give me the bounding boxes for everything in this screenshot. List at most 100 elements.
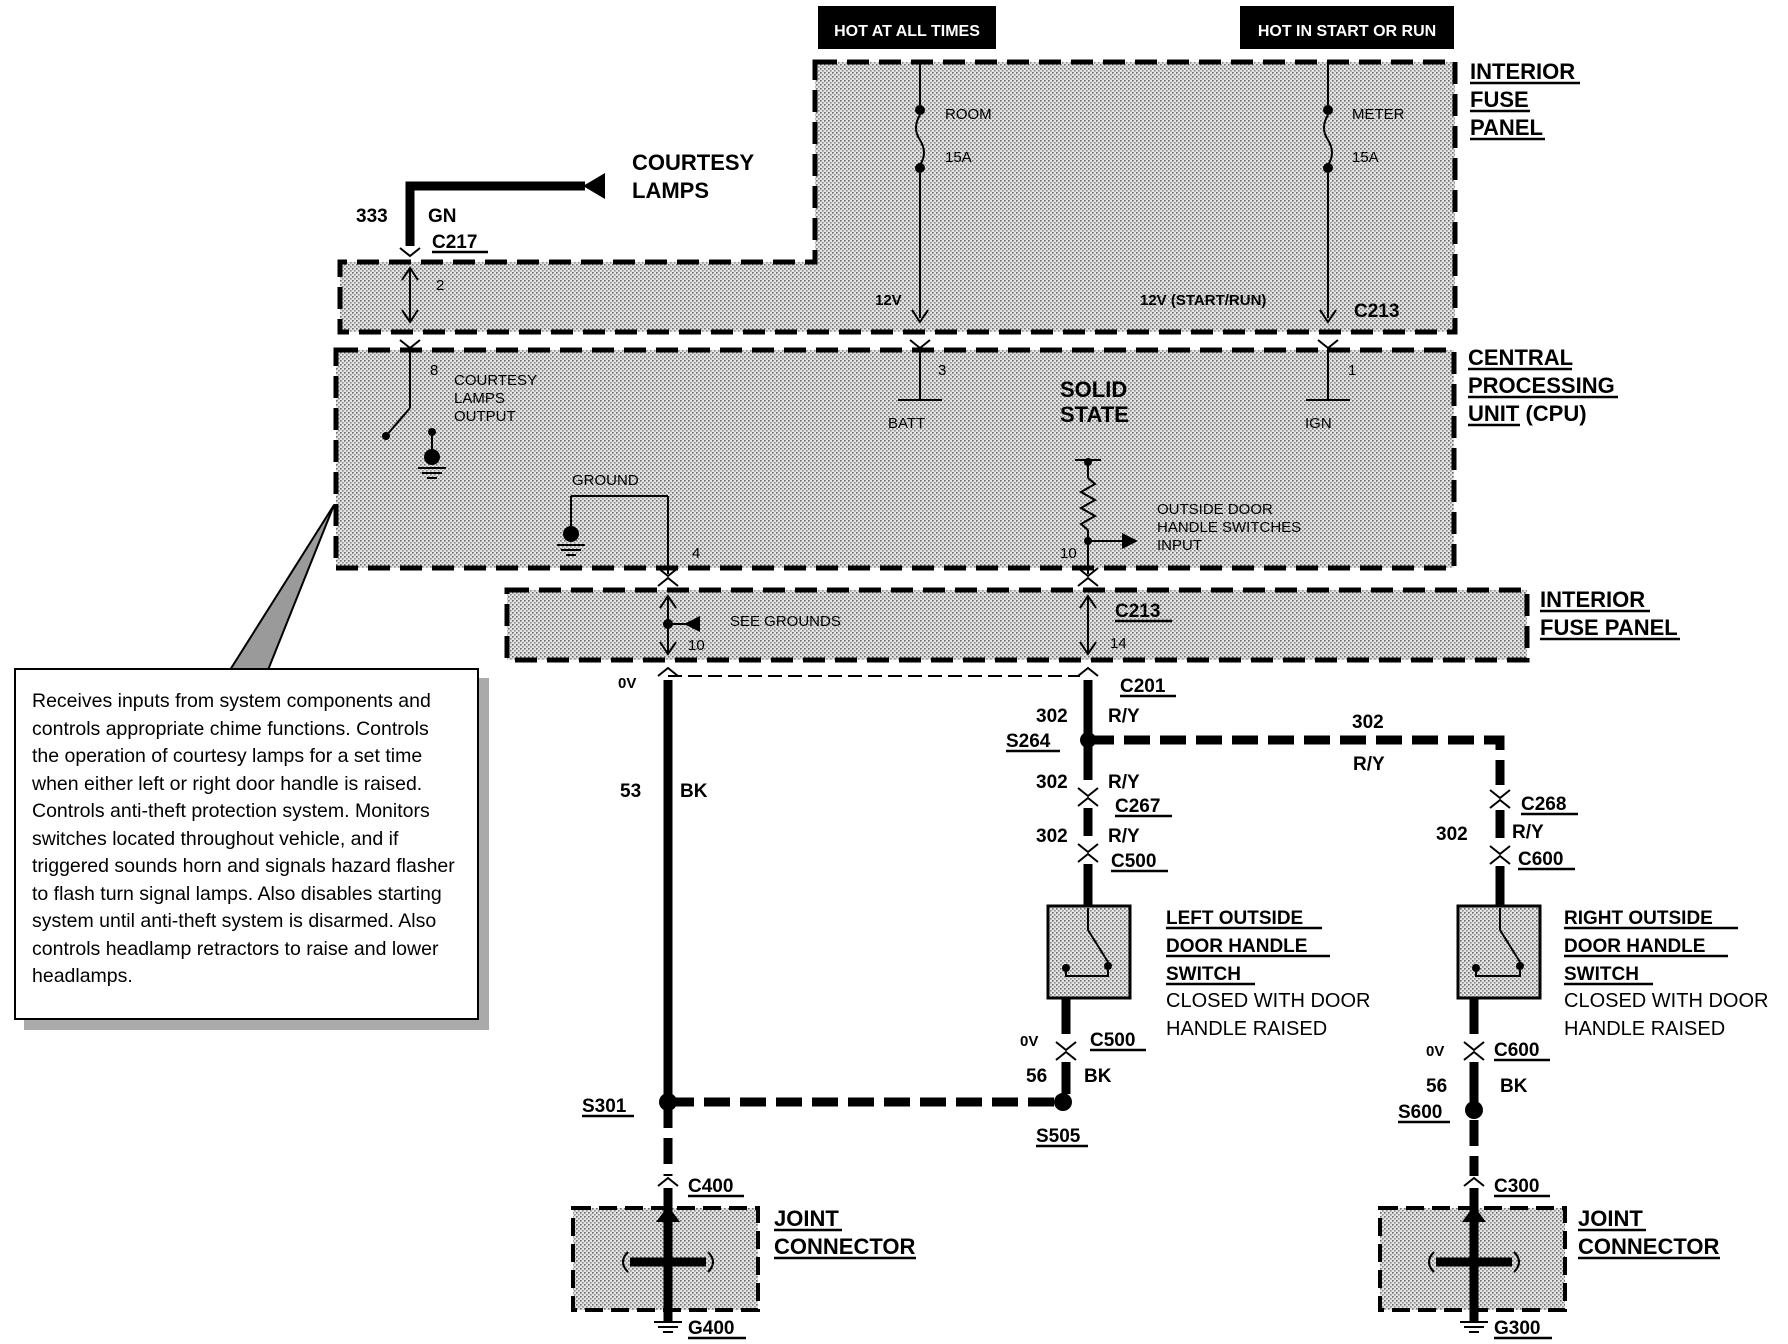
right-switch-desc: CLOSED WITH DOOR HANDLE RAISED: [1564, 990, 1768, 1040]
interior-fuse-panel-top-label: INTERIOR FUSE PANEL: [1470, 59, 1580, 141]
joint-connector-left-label: JOINT CONNECTOR: [774, 1206, 916, 1260]
joint-connector-right: [1378, 1198, 1567, 1333]
12v-label: 12V: [875, 292, 902, 309]
svg-text:C400: C400: [688, 1176, 733, 1197]
circuit-302-d: 302: [1036, 826, 1068, 847]
left-circuit-56: 56: [1026, 1066, 1047, 1087]
c500-upper-label: C500: [1111, 851, 1168, 873]
svg-text:G400: G400: [688, 1318, 734, 1339]
cpu-box: [333, 347, 1457, 571]
c213-upper-label: C213: [1354, 301, 1399, 322]
ry-label-b: R/Y: [1353, 754, 1385, 775]
right-switch-title: RIGHT OUTSIDE DOOR HANDLE SWITCH: [1564, 908, 1738, 986]
svg-text:SWITCH: SWITCH: [1166, 964, 1241, 985]
svg-text:PROCESSING: PROCESSING: [1468, 373, 1615, 398]
g400-label: G400: [688, 1318, 746, 1340]
c201-label: C201: [1120, 676, 1176, 698]
courtesy-lamps-label: COURTESY LAMPS: [632, 150, 755, 203]
c600-upper-label: C600: [1518, 849, 1575, 871]
svg-text:DOOR HANDLE: DOOR HANDLE: [1564, 936, 1705, 957]
svg-text:C267: C267: [1115, 796, 1160, 817]
c217-label: C217: [432, 232, 488, 254]
svg-text:IGN: IGN: [1305, 415, 1332, 432]
right-0v-label: 0V: [1426, 1043, 1444, 1060]
svg-text:S600: S600: [1398, 1102, 1442, 1123]
svg-text:RIGHT OUTSIDE: RIGHT OUTSIDE: [1564, 908, 1713, 929]
joint-connector-right-label: JOINT CONNECTOR: [1578, 1206, 1720, 1260]
ground-wire-53: [657, 666, 679, 1200]
left-switch-title: LEFT OUTSIDE DOOR HANDLE SWITCH: [1166, 908, 1330, 986]
courtesy-output-switch: 8 COURTESY LAMPS OUTPUT: [382, 348, 537, 479]
svg-text:G300: G300: [1494, 1318, 1540, 1339]
svg-text:HOT AT ALL TIMES: HOT AT ALL TIMES: [834, 23, 980, 40]
svg-text:SWITCH: SWITCH: [1564, 964, 1639, 985]
solid-state-label: SOLID STATE: [1060, 377, 1129, 427]
meter-fuse: METER 15A: [1319, 62, 1405, 324]
ry-label-a: R/Y: [1108, 706, 1140, 727]
see-grounds-label: SEE GROUNDS: [730, 613, 841, 630]
svg-text:SOLID: SOLID: [1060, 377, 1127, 402]
interior-fuse-panel-bottom-label: INTERIOR FUSE PANEL: [1540, 587, 1680, 641]
batt-input: 3 BATT: [888, 339, 946, 432]
cpu-description-note: Receives inputs from system components a…: [14, 668, 479, 1020]
svg-text:C300: C300: [1494, 1176, 1539, 1197]
svg-text:JOINT: JOINT: [774, 1206, 839, 1231]
svg-text:BATT: BATT: [888, 415, 925, 432]
circuit-302-c: 302: [1036, 772, 1068, 793]
svg-text:OUTPUT: OUTPUT: [454, 408, 516, 425]
svg-text:INPUT: INPUT: [1157, 537, 1202, 554]
svg-text:15A: 15A: [1352, 149, 1379, 166]
svg-text:15A: 15A: [945, 149, 972, 166]
c213-lower-label: C213: [1115, 601, 1172, 623]
svg-text:STATE: STATE: [1060, 402, 1129, 427]
svg-text:3: 3: [938, 362, 946, 379]
room-fuse: ROOM 15A: [911, 62, 992, 324]
svg-text:C217: C217: [432, 232, 477, 253]
cpu-bottom-connectors: [657, 567, 1099, 587]
svg-text:CONNECTOR: CONNECTOR: [774, 1234, 915, 1259]
c300-label: C300: [1494, 1176, 1550, 1198]
c500-lower-label: C500: [1090, 1030, 1146, 1052]
circuit-302-a: 302: [1036, 706, 1068, 727]
c600-lower-label: C600: [1494, 1040, 1550, 1062]
svg-text:DOOR HANDLE: DOOR HANDLE: [1166, 936, 1307, 957]
svg-text:HANDLE SWITCHES: HANDLE SWITCHES: [1157, 519, 1301, 536]
svg-text:4: 4: [692, 545, 700, 562]
svg-text:UNIT (CPU): UNIT (CPU): [1468, 401, 1587, 426]
svg-text:FUSE PANEL: FUSE PANEL: [1540, 615, 1678, 640]
svg-text:INTERIOR: INTERIOR: [1540, 587, 1645, 612]
right-bk-label: BK: [1500, 1076, 1528, 1097]
svg-text:LAMPS: LAMPS: [454, 390, 505, 407]
svg-text:C500: C500: [1090, 1030, 1135, 1051]
hot-in-start-or-run-header: HOT IN START OR RUN: [1240, 6, 1454, 49]
joint-connector-left: [571, 1198, 760, 1333]
circuit-302-b: 302: [1352, 712, 1384, 733]
circuit-333-label: 333: [356, 206, 388, 227]
bk-label: BK: [680, 781, 708, 802]
svg-text:CENTRAL: CENTRAL: [1468, 345, 1573, 370]
s301-s505-link: [659, 1093, 1072, 1111]
c268-label: C268: [1521, 794, 1578, 816]
svg-text:JOINT: JOINT: [1578, 1206, 1643, 1231]
s505-label: S505: [1036, 1126, 1088, 1148]
0v-label: 0V: [618, 675, 636, 692]
ign-input: 1 IGN: [1305, 339, 1356, 432]
c217-pin-label: 2: [436, 277, 444, 294]
svg-text:ROOM: ROOM: [945, 106, 992, 123]
svg-text:LAMPS: LAMPS: [632, 178, 709, 203]
left-bk-label: BK: [1084, 1066, 1112, 1087]
svg-text:C268: C268: [1521, 794, 1566, 815]
svg-text:PANEL: PANEL: [1470, 115, 1543, 140]
svg-text:C213: C213: [1115, 601, 1160, 622]
lower-pin-right: 14: [1110, 635, 1127, 652]
svg-text:CLOSED WITH DOOR: CLOSED WITH DOOR: [1166, 990, 1370, 1012]
svg-text:10: 10: [1060, 545, 1077, 562]
cpu-label: CENTRAL PROCESSING UNIT (CPU): [1468, 345, 1618, 427]
s301-label: S301: [582, 1096, 634, 1118]
svg-text:HOT IN START OR RUN: HOT IN START OR RUN: [1258, 23, 1436, 40]
svg-text:HANDLE RAISED: HANDLE RAISED: [1564, 1018, 1725, 1040]
left-switch: [1046, 904, 1132, 1094]
svg-text:8: 8: [430, 362, 438, 379]
left-0v-label: 0V: [1020, 1033, 1038, 1050]
